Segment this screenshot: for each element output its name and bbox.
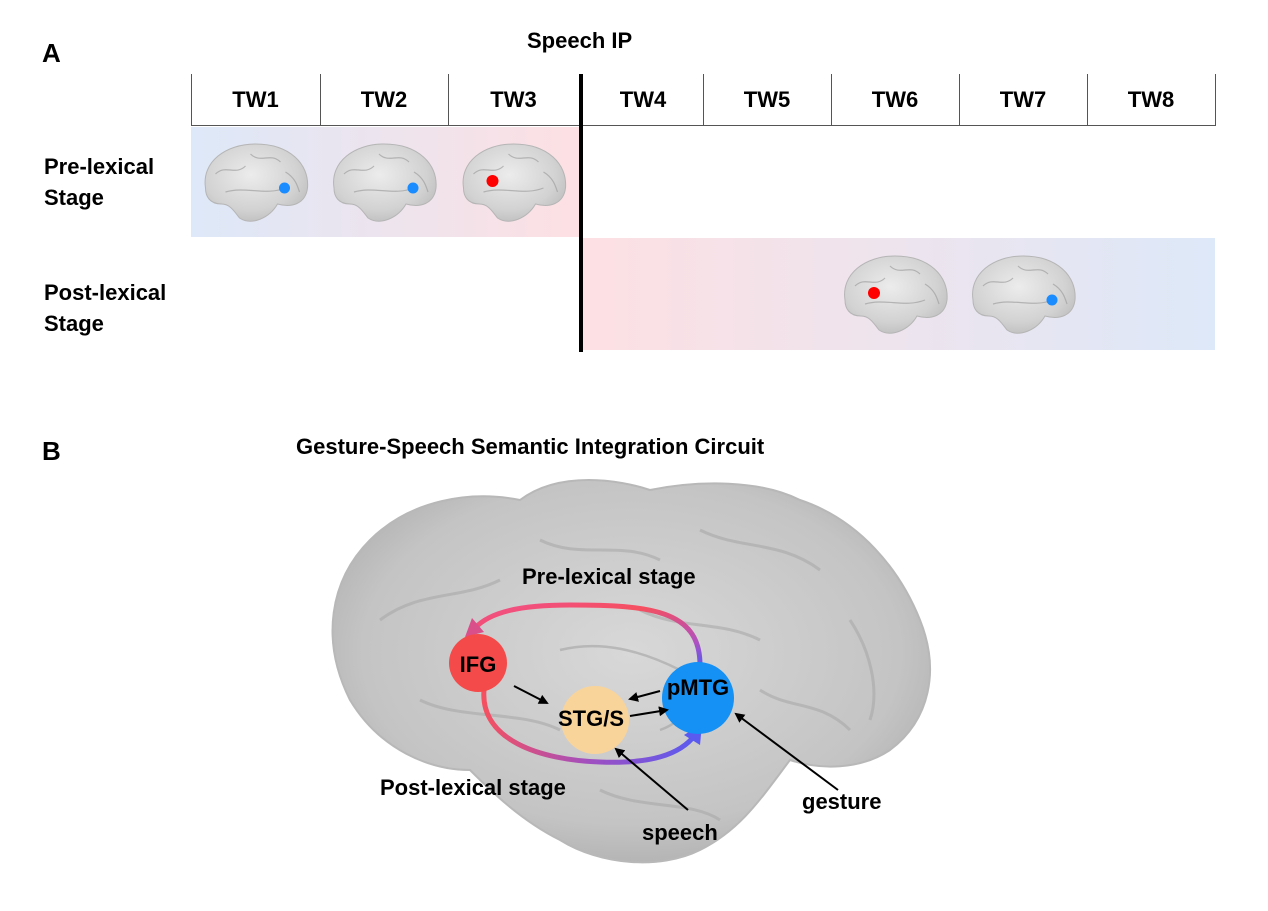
speech-input-label: speech	[642, 820, 718, 845]
time-window-separator	[191, 74, 192, 126]
activation-dot-pmtg	[279, 182, 290, 194]
brain-thumbnail-tw1	[204, 143, 309, 222]
time-window-separator	[959, 74, 960, 126]
time-window-header-tw6: TW6	[831, 74, 959, 126]
time-window-header-tw5: TW5	[703, 74, 831, 126]
activation-dot-ifg	[868, 287, 880, 299]
panel-b-title: Gesture-Speech Semantic Integration Circ…	[296, 434, 765, 459]
row-label-post-lexical-line1: Post-lexical	[44, 280, 167, 305]
row-label-pre-lexical: Pre-lexical Stage	[44, 151, 154, 213]
post-lexical-arc	[481, 689, 697, 765]
time-window-separator	[1215, 74, 1216, 126]
panel-a-letter: A	[42, 38, 61, 68]
time-window-header-tw1: TW1	[191, 74, 320, 126]
time-window-separator	[448, 74, 449, 126]
node-stg	[561, 686, 629, 754]
arrow-gesture-input	[734, 712, 839, 791]
node-ifg	[449, 634, 507, 692]
row-label-pre-lexical-line1: Pre-lexical	[44, 154, 155, 179]
time-window-separator	[320, 74, 321, 126]
gesture-input-label: gesture	[802, 789, 881, 814]
time-window-separator	[1087, 74, 1088, 126]
activation-dot-pmtg	[1046, 294, 1058, 306]
brain-thumbnails-layer	[204, 143, 1076, 334]
time-window-header-tw2: TW2	[320, 74, 448, 126]
arrow-stg-to-pmtg	[629, 706, 669, 717]
brain-icon	[972, 255, 1076, 334]
time-window-header-tw3: TW3	[448, 74, 579, 126]
arrow-speech-input	[614, 747, 689, 811]
row-label-pre-lexical-line2: Stage	[44, 185, 104, 210]
brain-icon	[462, 143, 567, 222]
brain-outline	[331, 479, 931, 864]
activation-dot-ifg	[486, 175, 499, 187]
node-stg-label: STG/S	[558, 706, 624, 731]
brain-thumbnail-tw2	[333, 143, 437, 222]
row-label-post-lexical: Post-lexical Stage	[44, 277, 166, 339]
arrow-pmtg-to-stg	[628, 690, 661, 702]
panel-a-title: Speech IP	[527, 28, 633, 53]
brain-thumbnail-tw7	[972, 255, 1076, 334]
time-window-separator	[703, 74, 704, 126]
activation-dot-pmtg	[407, 182, 419, 194]
panel-b-letter: B	[42, 436, 61, 466]
node-pmtg	[662, 662, 734, 734]
pre-lexical-arc	[473, 602, 703, 666]
lexical-boundary-divider	[579, 74, 583, 352]
brain-icon	[204, 143, 309, 222]
time-window-header-tw8: TW8	[1087, 74, 1215, 126]
brain-thumbnail-tw3	[462, 143, 567, 222]
brain-icon	[333, 143, 437, 222]
pre-lexical-arrowhead	[465, 618, 484, 637]
time-window-header-tw4: TW4	[583, 74, 703, 126]
node-pmtg-label: pMTG	[667, 675, 729, 700]
time-window-separator	[831, 74, 832, 126]
time-window-header-tw7: TW7	[959, 74, 1087, 126]
arrow-ifg-to-stg	[513, 685, 549, 704]
brain-thumbnail-tw6	[844, 255, 948, 334]
pre-lexical-stage-label: Pre-lexical stage	[522, 564, 696, 589]
brain-icon	[844, 255, 948, 334]
node-ifg-label: IFG	[460, 652, 497, 677]
row-label-post-lexical-line2: Stage	[44, 311, 104, 336]
post-lexical-stage-label: Post-lexical stage	[380, 775, 566, 800]
